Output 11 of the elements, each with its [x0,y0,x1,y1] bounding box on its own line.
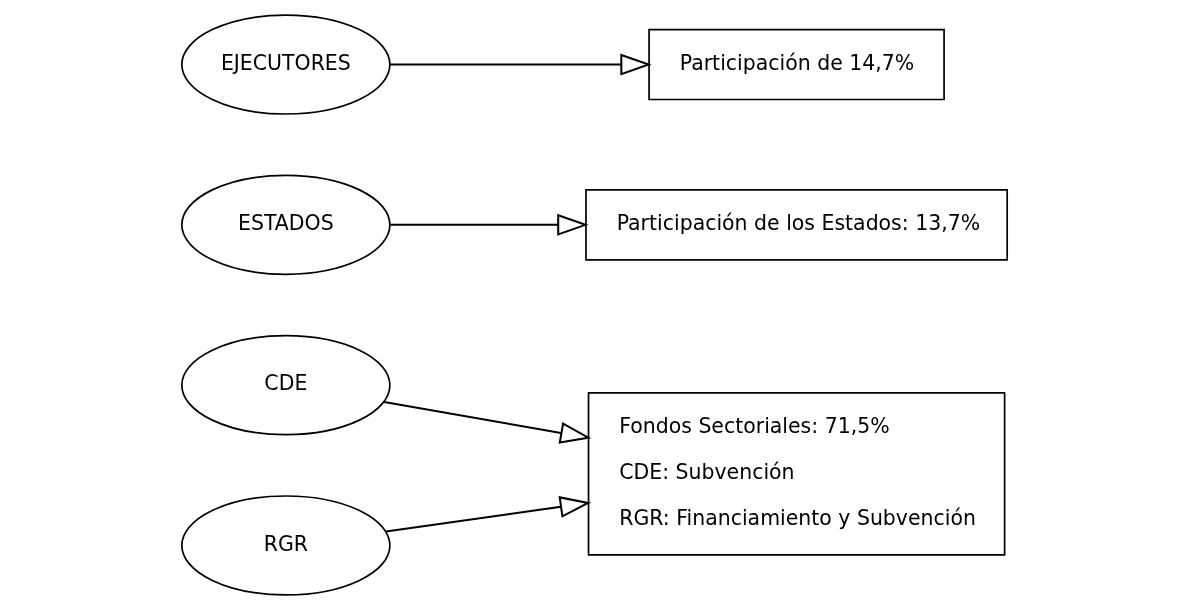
node-box: Fondos Sectoriales: 71,5% CDE: Subvención RGR: Financiamiento y Subvención [587,391,1006,556]
arrow [390,53,652,76]
node-ellipse: EJECUTORES [180,14,391,115]
arrow [390,213,589,236]
node-box: Participación de 14,7% [648,28,945,101]
node-ellipse: CDE [180,334,391,436]
node-box: Participación de los Estados: 13,7% [585,189,1009,261]
arrow [385,496,592,533]
node-ellipse: ESTADOS [180,174,391,276]
node-ellipse: RGR [180,495,391,596]
arrow [384,401,592,444]
